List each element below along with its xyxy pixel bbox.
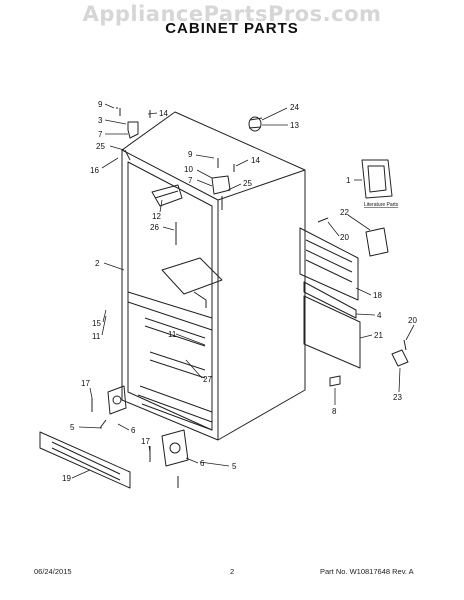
part-21-panel [303, 295, 361, 369]
callout-16: 16 [90, 166, 99, 175]
part-12-control-box [151, 184, 183, 207]
callout-10: 10 [184, 165, 193, 174]
callout-6: 6 [131, 426, 136, 435]
callout-15: 15 [92, 319, 101, 328]
callout-6: 6 [200, 459, 205, 468]
callout-24: 24 [290, 103, 299, 112]
callout-2: 2 [95, 259, 100, 268]
cabinet-base-slots [137, 385, 213, 431]
callout-14: 14 [159, 109, 168, 118]
cabinet-divider [127, 291, 213, 331]
callout-13: 13 [290, 121, 299, 130]
callout-23: 23 [393, 393, 402, 402]
callout-20: 20 [340, 233, 349, 242]
callout-9: 9 [98, 100, 103, 109]
cabinet-outline [121, 111, 306, 441]
callout-25: 25 [96, 142, 105, 151]
callout-11: 11 [92, 332, 101, 341]
callout-14: 14 [251, 156, 260, 165]
callout-3: 3 [98, 116, 103, 125]
footer-page-number: 2 [230, 567, 235, 576]
callout-5: 5 [232, 462, 237, 471]
callout-22: 22 [340, 208, 349, 217]
callout-17: 17 [81, 379, 90, 388]
callout-19: 19 [62, 474, 71, 483]
callout-5: 5 [70, 423, 75, 432]
callout-25: 25 [243, 179, 252, 188]
callout-27: 27 [203, 375, 212, 384]
callout-7: 7 [98, 130, 103, 139]
footer-part-number: Part No. W10817648 Rev. A [320, 567, 414, 576]
callout-12: 12 [152, 212, 161, 221]
callout-4: 4 [377, 311, 382, 320]
page-title: CABINET PARTS [165, 20, 299, 37]
part-1-literature [361, 159, 393, 199]
callout-1: 1 [346, 176, 351, 185]
callout-17: 17 [141, 437, 150, 446]
footer-date: 06/24/2015 [34, 567, 72, 576]
literature-parts-label: Literature Parts [364, 202, 399, 208]
callout-26: 26 [150, 223, 159, 232]
callout-9: 9 [188, 150, 193, 159]
part-18-panel [299, 227, 359, 301]
callout-7: 7 [188, 176, 193, 185]
watermark: AppliancePartsPros.com [82, 2, 382, 26]
callout-20: 20 [408, 316, 417, 325]
callout-11: 11 [168, 330, 177, 339]
callout-18: 18 [373, 291, 382, 300]
part-19-base-grille [39, 431, 131, 489]
callout-8: 8 [332, 407, 337, 416]
callout-21: 21 [374, 331, 383, 340]
